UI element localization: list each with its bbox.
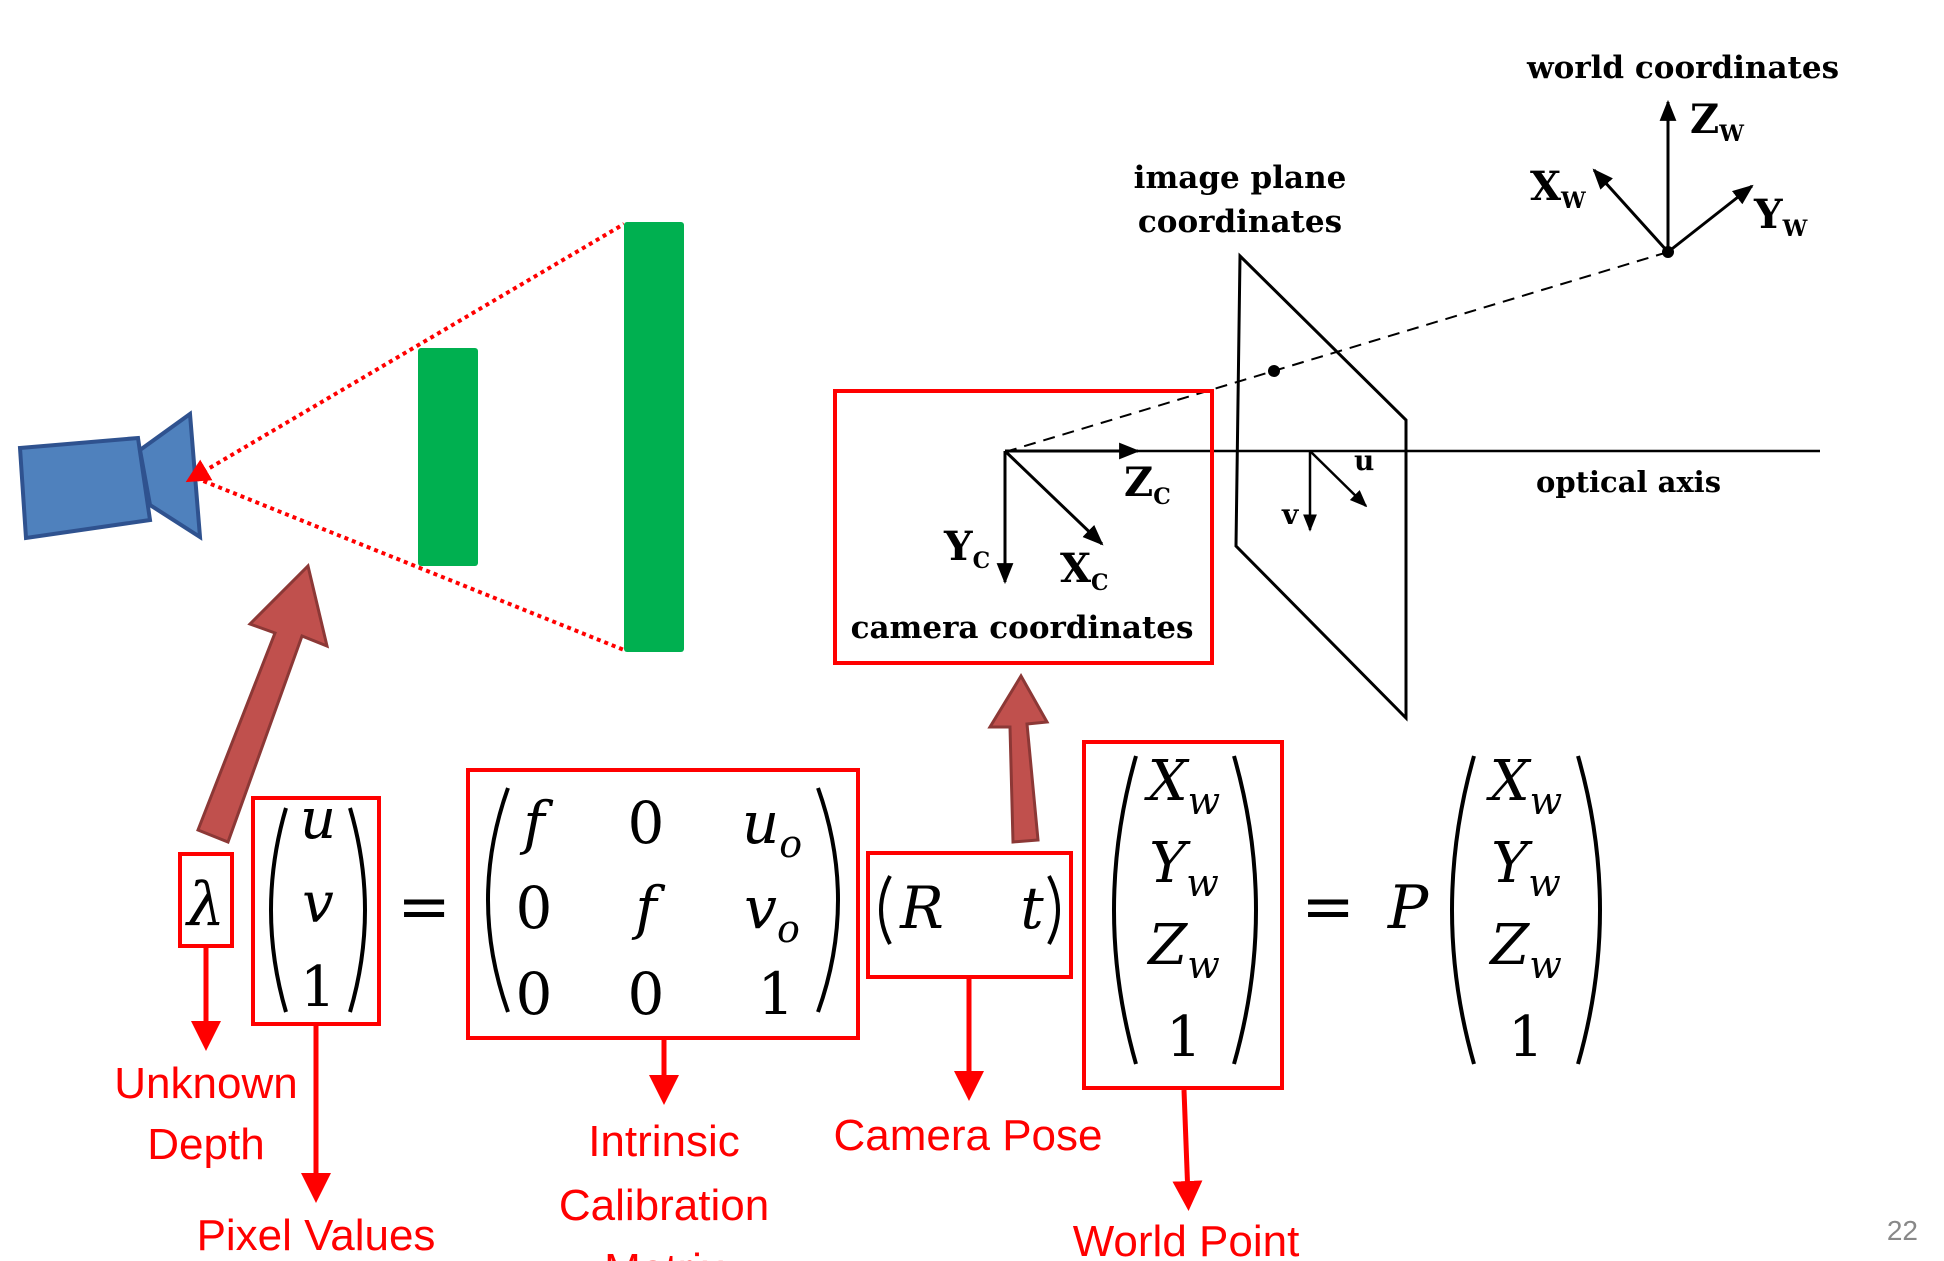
xw-axis-label: XW [1530,163,1586,214]
pose-R: R [899,874,944,942]
camera-coordinates-label: camera coordinates [851,610,1194,646]
world2-Z: Zw [1488,913,1561,987]
camera-pose-box [866,851,1073,979]
k-left-paren [486,787,510,1013]
v-axis-label: v [1281,498,1299,531]
pose-t: t [1020,874,1044,942]
world-one: 1 [1166,1005,1202,1070]
u-axis-label: u [1354,444,1374,477]
world-point-box [1082,740,1284,1090]
lambda-symbol: λ [185,870,225,940]
image-axes [1303,450,1368,532]
projection-ray [1004,251,1669,453]
image-plane [1234,252,1408,722]
lambda-box [178,852,234,948]
image-point [1268,365,1280,377]
zc-axis-label: ZC [1124,459,1171,510]
equals-sign-1: = [397,870,451,944]
view-ray-bottom [195,476,625,652]
camera-pose-label: Camera Pose [833,1111,1102,1160]
equals-sign-2: = [1301,870,1355,944]
camera-icon [17,410,203,541]
xc-axis-label: XC [1060,545,1109,596]
far-object-bar [624,222,684,652]
world2-X: Xw [1486,749,1562,823]
pixel-v: v [302,871,334,936]
k-r1c0: 0 [516,874,553,942]
pose-left-paren [879,875,892,945]
k-r0c2: uo [742,789,802,866]
yw-axis-label: YW [1753,191,1808,242]
world-coordinates-label: world coordinates [1526,50,1839,86]
world2-one: 1 [1508,1005,1544,1070]
k-right-paren [816,787,840,1013]
intrinsic-matrix-box [466,768,860,1040]
world2-Y: Yw [1491,831,1561,905]
world-annotation-arrow [1172,1089,1203,1211]
world2-left-paren [1450,755,1476,1065]
intrinsic-matrix-label: IntrinsicCalibrationMatrix [559,1117,769,1261]
yc-axis-label: YC [943,523,990,574]
world-Z: Zw [1146,913,1219,987]
depth-to-scene-arrow [196,563,330,844]
k-r0c0: f [519,789,554,857]
pose-to-camera-frame-arrow [987,673,1050,844]
pixel-one: 1 [300,955,336,1020]
pixel-vector-box [251,796,381,1026]
world2-right-paren [1576,755,1602,1065]
world-axes [1592,99,1754,258]
pixel-left-paren [269,807,288,1013]
optical-axis-label: optical axis [1536,465,1721,499]
near-object-bar [418,348,478,566]
k-r2c2: 1 [758,960,795,1028]
zw-axis-label: ZW [1690,96,1744,147]
k-r0c1: 0 [628,789,665,857]
world-right-paren [1232,755,1258,1065]
world-X: Xw [1144,749,1220,823]
camera-axes [996,442,1141,585]
pixel-u: u [300,787,336,852]
k-r1c2: vo [744,874,800,951]
k-r2c0: 0 [516,960,553,1028]
view-ray-top [185,222,626,483]
world-left-paren [1112,755,1138,1065]
projection-matrix-P: P [1387,873,1430,943]
world-point-label: World Point [1073,1217,1300,1261]
k-r2c1: 0 [628,960,665,1028]
pose-right-paren [1047,875,1060,945]
pixel-values-label: Pixel Values [197,1211,436,1260]
world-Y: Yw [1149,831,1219,905]
k-r1c1: f [631,874,666,942]
camera-coordinates-box [833,389,1214,665]
pixel-right-paren [348,807,367,1013]
page-number: 22 [1887,1215,1918,1246]
